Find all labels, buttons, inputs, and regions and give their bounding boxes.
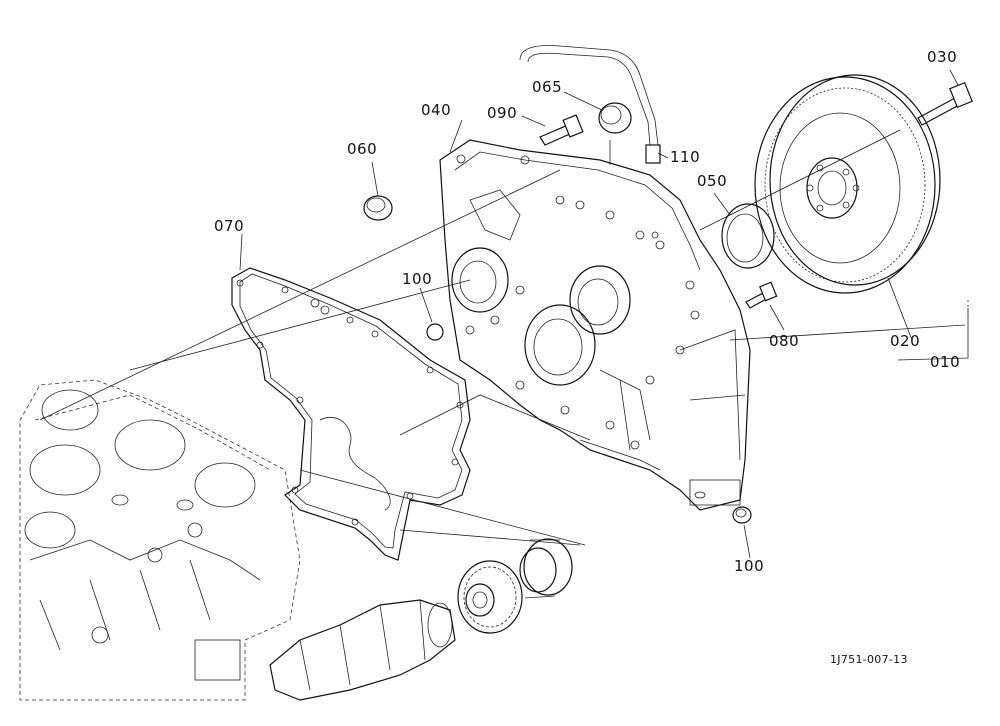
gear-case-040	[439, 139, 751, 511]
callout-010: 010	[930, 353, 961, 371]
bolt-080	[745, 281, 778, 309]
callout-090: 090	[487, 104, 518, 122]
oil-seal-065	[598, 102, 632, 134]
callout-100-bottom: 100	[734, 557, 765, 575]
dowel-pin-100-left	[426, 323, 444, 341]
dowel-pin-100-bottom	[732, 506, 752, 524]
flywheel-020	[754, 74, 941, 294]
callout-065: 065	[532, 78, 563, 96]
crank-oil-seal	[519, 538, 573, 599]
oil-seal-050	[721, 203, 775, 269]
plug-060	[363, 195, 393, 221]
callout-060: 060	[347, 140, 378, 158]
bolt-090	[539, 114, 584, 146]
callout-070: 070	[214, 217, 245, 235]
assembly-lines	[39, 129, 966, 546]
pipe-110	[519, 45, 661, 164]
callout-110: 110	[670, 148, 701, 166]
callout-100-left: 100	[402, 270, 433, 288]
callout-040: 040	[421, 101, 452, 119]
callout-020: 020	[890, 332, 921, 350]
callout-050: 050	[697, 172, 728, 190]
engine-block	[19, 379, 301, 701]
callout-080: 080	[769, 332, 800, 350]
crank-gear	[457, 560, 523, 634]
leader-lines	[239, 69, 969, 559]
bolt-030	[917, 81, 973, 126]
drawing-code: 1J751-007-13	[830, 653, 908, 666]
crankshaft	[269, 599, 456, 701]
gasket-070	[231, 267, 471, 561]
callout-030: 030	[927, 48, 958, 66]
